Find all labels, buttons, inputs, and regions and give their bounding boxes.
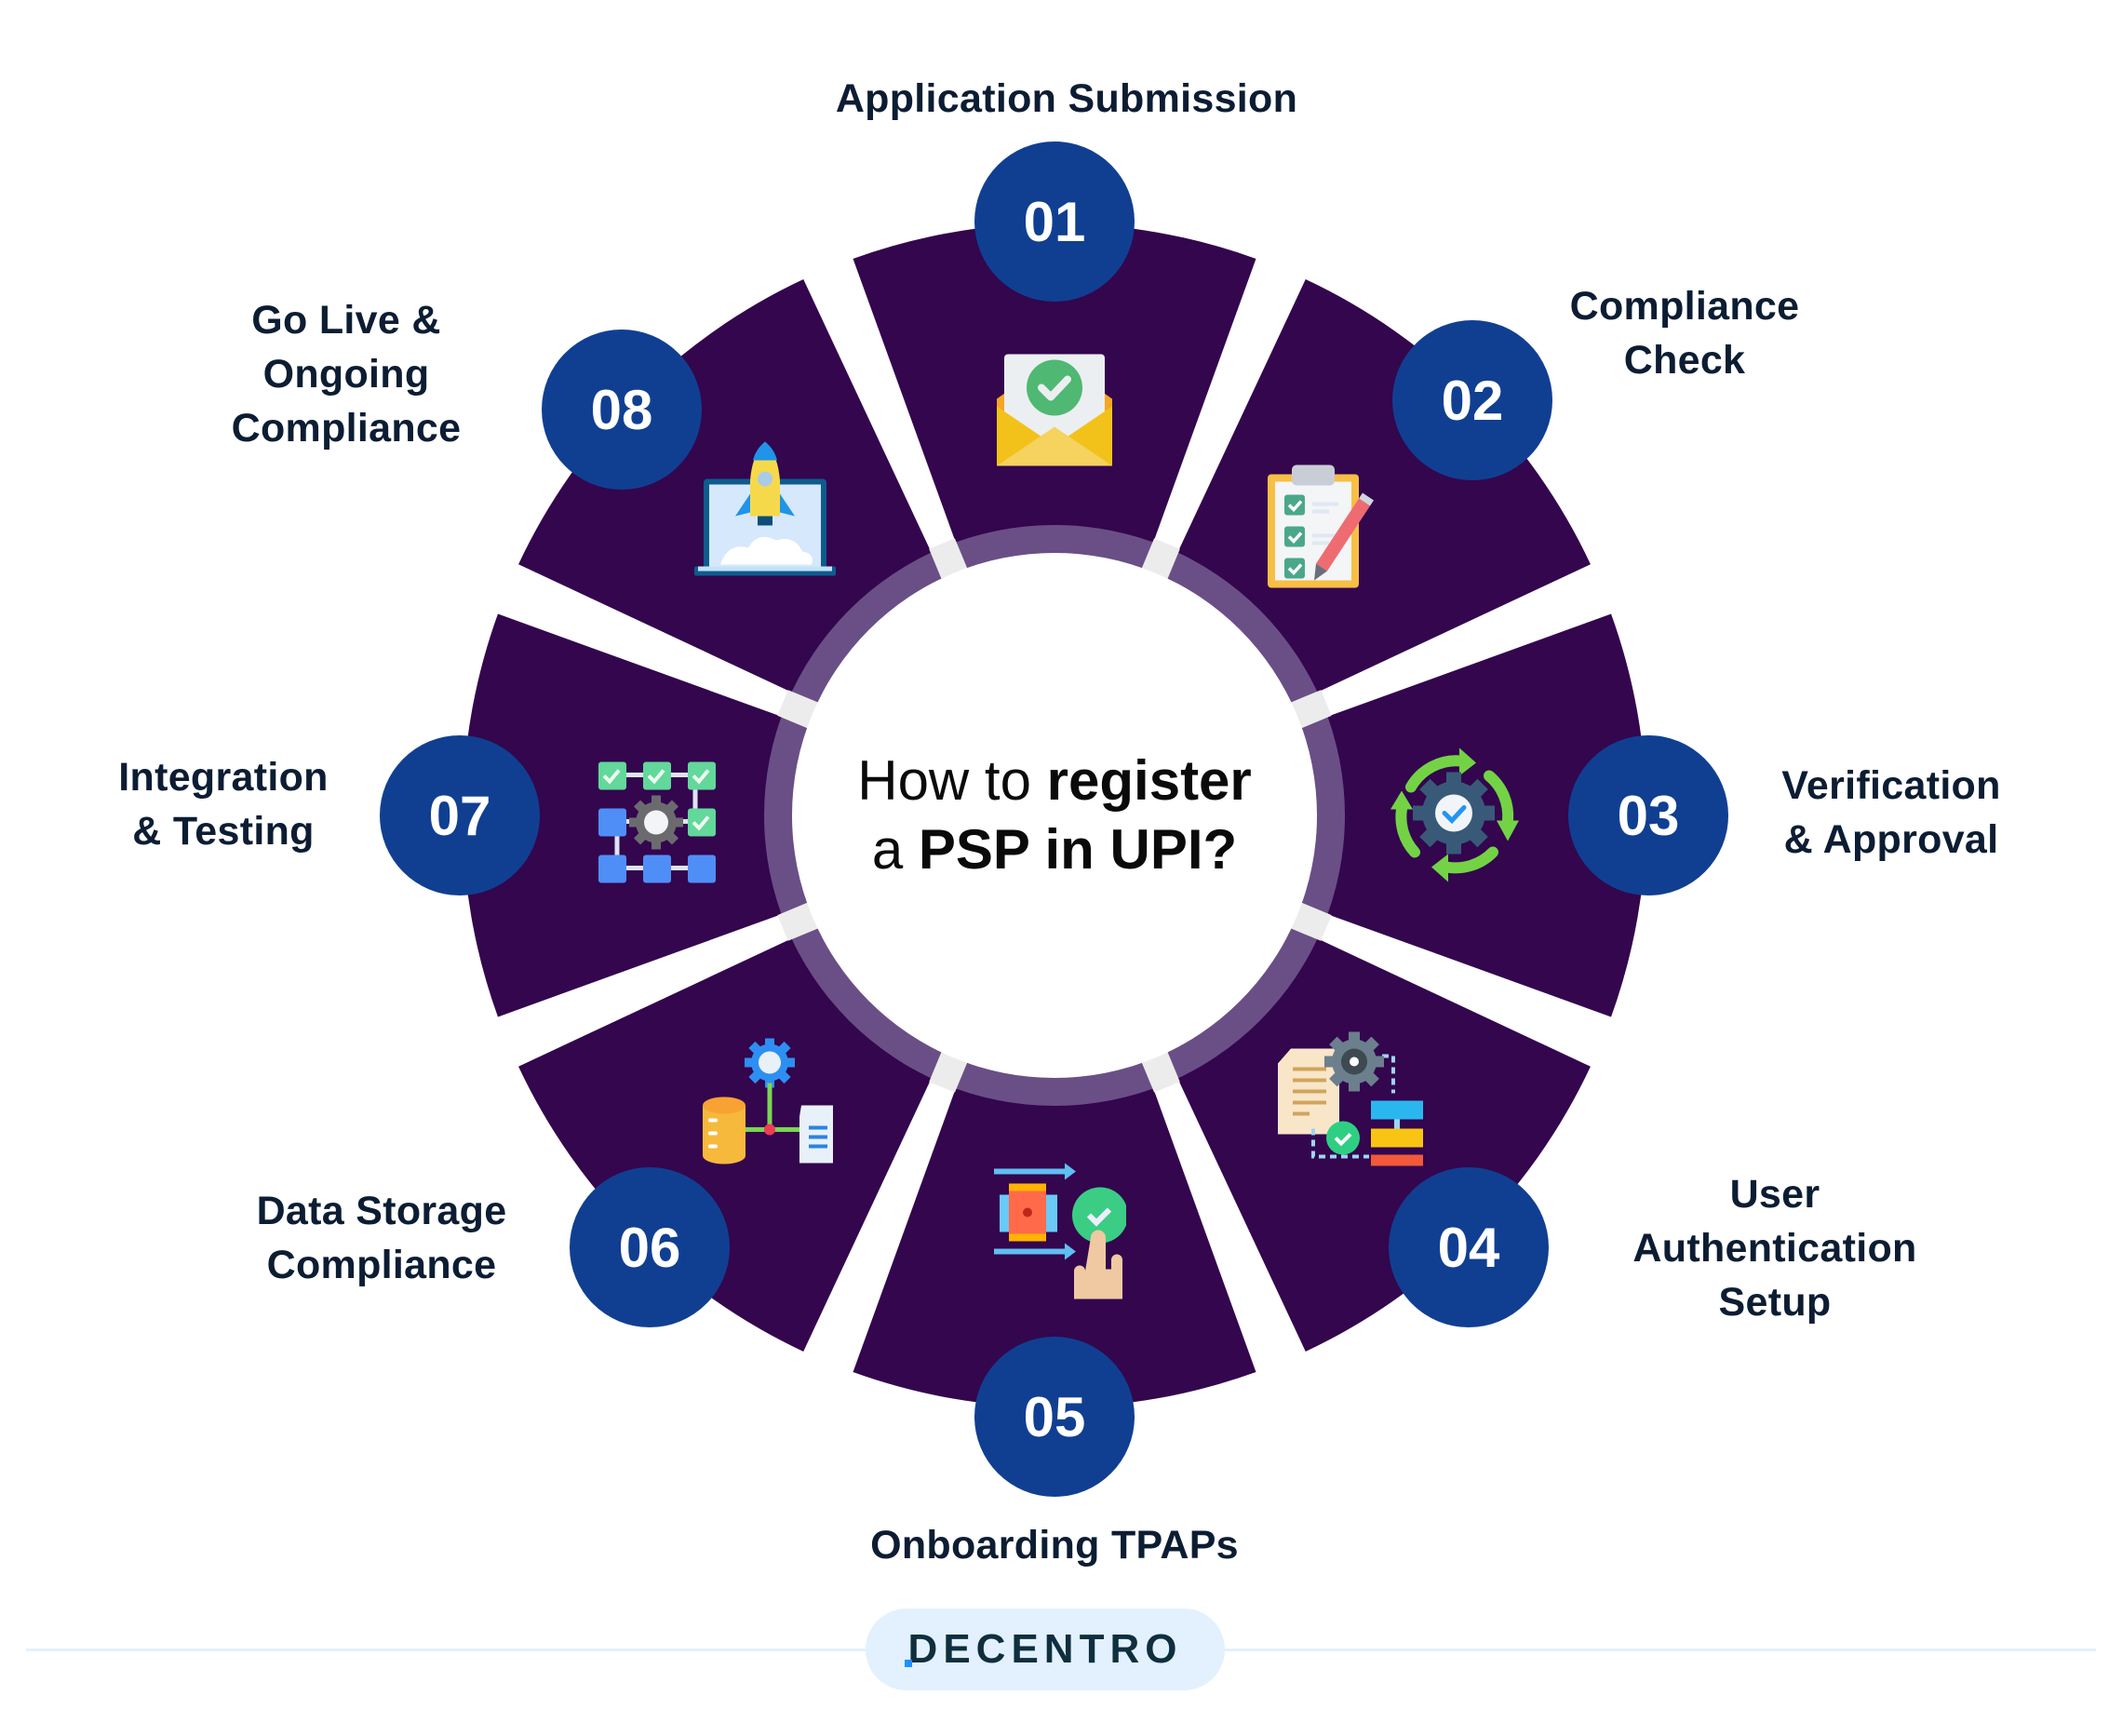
step-label-line: Data Storage	[256, 1189, 507, 1233]
envelope-check-icon	[993, 351, 1116, 478]
title-line2-prefix: a	[871, 818, 904, 881]
step-badge-06: 06	[570, 1167, 730, 1327]
step-label-02: Compliance Check	[1570, 279, 1800, 387]
tap-approve-icon	[987, 1160, 1128, 1304]
ring-gap-mark	[1141, 1050, 1180, 1093]
step-label-07: Integration & Testing	[118, 750, 328, 858]
step-label-line: Onboarding TPAPs	[870, 1523, 1239, 1568]
center-disc	[792, 553, 1317, 1078]
title-prefix: How to	[857, 749, 1031, 812]
step-label-line: Compliance	[266, 1243, 497, 1287]
step-label-05: Onboarding TPAPs	[870, 1518, 1239, 1572]
step-label-line: Verification	[1781, 763, 2001, 808]
ring-gap-mark	[1289, 902, 1332, 941]
brand-logo: DECENTRO	[866, 1608, 1225, 1690]
center-title: How to register a PSP in UPI?	[857, 747, 1252, 884]
center-title-line-1: How to register	[857, 747, 1252, 815]
step-badge-08: 08	[542, 330, 702, 490]
wheel-segment-05	[853, 920, 1256, 1407]
step-label-line: Integration	[118, 755, 329, 800]
step-label-line: Compliance	[1569, 284, 1800, 329]
wheel-segment-01	[853, 222, 1256, 711]
step-badge-07: 07	[380, 735, 540, 895]
clipboard-checklist-icon	[1258, 462, 1379, 597]
ring-gap-mark	[1141, 538, 1180, 581]
brand-accent-icon	[905, 1660, 912, 1667]
step-label-line: & Approval	[1783, 817, 1999, 862]
title-bold-psp: PSP in UPI?	[918, 818, 1238, 881]
step-badge-03: 03	[1568, 735, 1728, 895]
step-label-line: Application Submission	[835, 76, 1298, 121]
ring-gap-mark	[777, 690, 820, 729]
step-label-line: Ongoing	[262, 352, 430, 397]
title-bold-register: register	[1046, 749, 1252, 812]
step-label-line: Setup	[1718, 1280, 1832, 1325]
step-label-line: Go Live &	[251, 298, 441, 343]
step-label-03: Verification & Approval	[1781, 759, 2000, 867]
step-label-01: Application Submission	[836, 72, 1297, 126]
ring-gap-mark	[777, 902, 820, 941]
center-title-line-2: a PSP in UPI?	[857, 815, 1252, 884]
database-gear-document-icon	[699, 1037, 839, 1174]
step-badge-04: 04	[1389, 1167, 1549, 1327]
step-label-06: Data Storage Compliance	[257, 1184, 507, 1292]
rocket-laptop-icon	[691, 438, 840, 583]
step-label-line: Authentication	[1632, 1226, 1917, 1271]
workflow-grid-gear-icon	[591, 757, 721, 892]
gear-cycle-check-icon	[1379, 739, 1528, 893]
inner-ring-gaps	[777, 538, 1332, 1093]
step-label-line: Check	[1623, 338, 1746, 383]
step-label-line: & Testing	[132, 809, 315, 854]
step-label-08: Go Live & Ongoing Compliance	[232, 293, 462, 455]
step-label-04: User Authentication Setup	[1632, 1167, 1916, 1329]
step-label-line: Compliance	[231, 406, 462, 451]
ring-gap-mark	[1289, 690, 1332, 729]
ring-gap-mark	[929, 1050, 968, 1093]
step-badge-02: 02	[1392, 320, 1552, 480]
brand-name: DECENTRO	[907, 1626, 1183, 1672]
step-badge-05: 05	[974, 1337, 1135, 1497]
ring-gap-mark	[929, 538, 968, 581]
step-label-line: User	[1729, 1172, 1820, 1217]
step-badge-01: 01	[974, 141, 1135, 302]
document-gear-flow-icon	[1270, 1027, 1425, 1171]
